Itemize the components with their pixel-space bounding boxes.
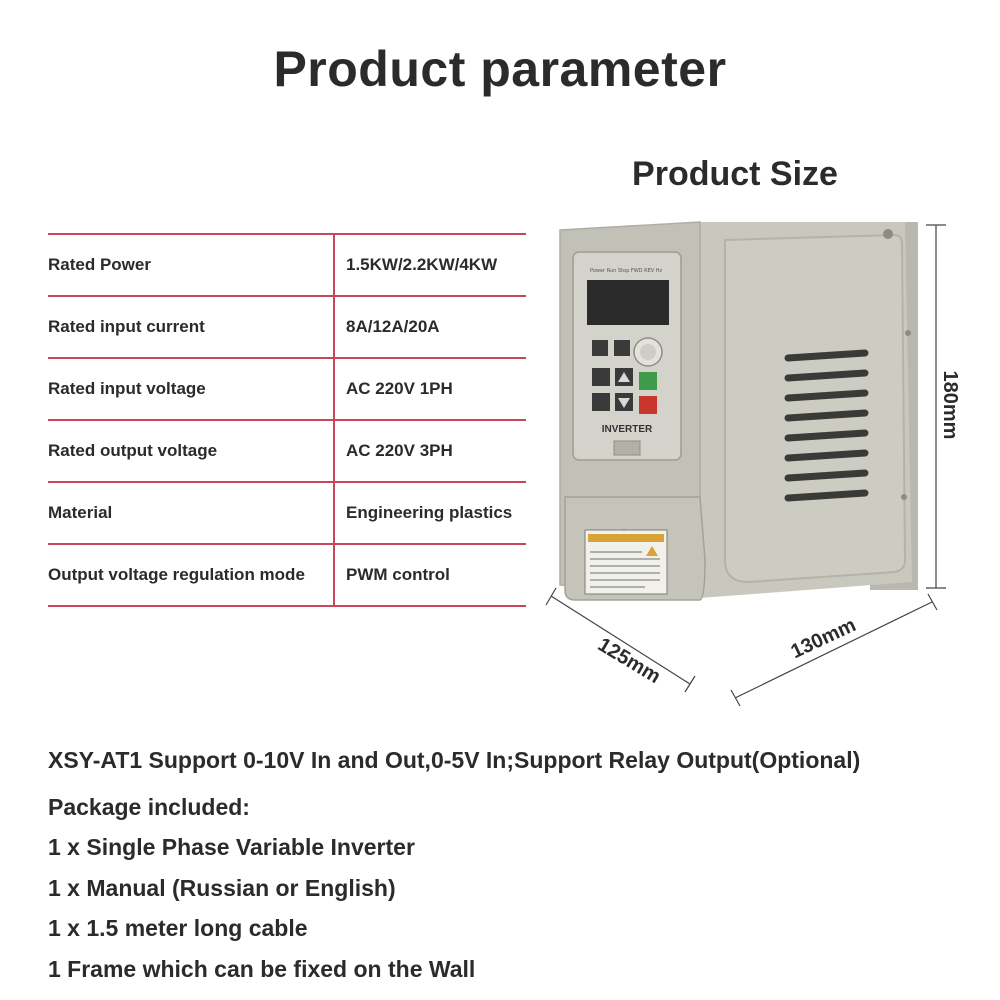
width-dimension-label: 130mm <box>788 614 860 663</box>
inverter-product-image: Power Run Stop FWD REV Hz INVERTER 180mm <box>545 221 961 707</box>
spec-label: Rated input voltage <box>48 359 335 419</box>
package-item: 1 x 1.5 meter long cable <box>48 915 308 941</box>
spec-row-material: Material Engineering plastics <box>48 483 526 545</box>
spec-label: Rated Power <box>48 235 335 295</box>
spec-label: Rated input current <box>48 297 335 357</box>
spec-value: 1.5KW/2.2KW/4KW <box>346 255 498 274</box>
product-size-title: Product Size <box>632 155 838 193</box>
package-item: 1 x Single Phase Variable Inverter <box>48 834 415 860</box>
screw-icon <box>905 330 911 336</box>
depth-dimension-line <box>545 587 696 693</box>
svg-text:Power Run Stop FWD REV Hz: Power Run Stop FWD REV Hz <box>590 268 663 274</box>
spec-value: AC 220V 3PH <box>346 441 453 460</box>
stop-button <box>639 396 657 414</box>
keypad-button <box>592 368 610 386</box>
keypad-button <box>614 340 630 356</box>
page-title: Product parameter <box>273 41 727 97</box>
spec-row-rated-output-voltage: Rated output voltage AC 220V 3PH <box>48 421 526 483</box>
width-dimension-line <box>730 593 938 707</box>
keypad-button <box>592 340 608 356</box>
led-display <box>587 280 669 325</box>
support-note: XSY-AT1 Support 0-10V In and Out,0-5V In… <box>48 747 861 773</box>
side-panel <box>724 233 907 584</box>
spec-label: Rated output voltage <box>48 421 335 481</box>
run-button <box>639 372 657 390</box>
spec-value: Engineering plastics <box>346 503 513 522</box>
spec-row-regulation-mode: Output voltage regulation mode PWM contr… <box>48 545 526 607</box>
spec-row-rated-input-current: Rated input current 8A/12A/20A <box>48 297 526 359</box>
spec-value: PWM control <box>346 565 450 584</box>
spec-value: 8A/12A/20A <box>346 317 440 336</box>
warning-icon <box>646 546 658 556</box>
spec-row-rated-input-voltage: Rated input voltage AC 220V 1PH <box>48 359 526 421</box>
screw-icon <box>883 229 893 239</box>
vent-slots-icon <box>784 349 869 502</box>
keypad-button <box>592 393 610 411</box>
package-item: 1 Frame which can be fixed on the Wall <box>48 955 476 982</box>
spec-value: AC 220V 1PH <box>346 379 453 398</box>
inverter-label: INVERTER <box>602 424 653 435</box>
spec-label: Output voltage regulation mode <box>48 545 335 605</box>
spec-label: Material <box>48 483 335 543</box>
spec-row-rated-power: Rated Power 1.5KW/2.2KW/4KW <box>48 233 526 297</box>
screw-icon <box>901 494 907 500</box>
notes-section: XSY-AT1 Support 0-10V In and Out,0-5V In… <box>48 742 978 991</box>
height-dimension-line <box>926 224 946 589</box>
package-item: 1 x Manual (Russian or English) <box>48 874 396 901</box>
package-heading: Package included: <box>48 793 250 820</box>
height-dimension-label: 180mm <box>939 371 961 440</box>
spec-table: Rated Power 1.5KW/2.2KW/4KW Rated input … <box>48 233 526 607</box>
